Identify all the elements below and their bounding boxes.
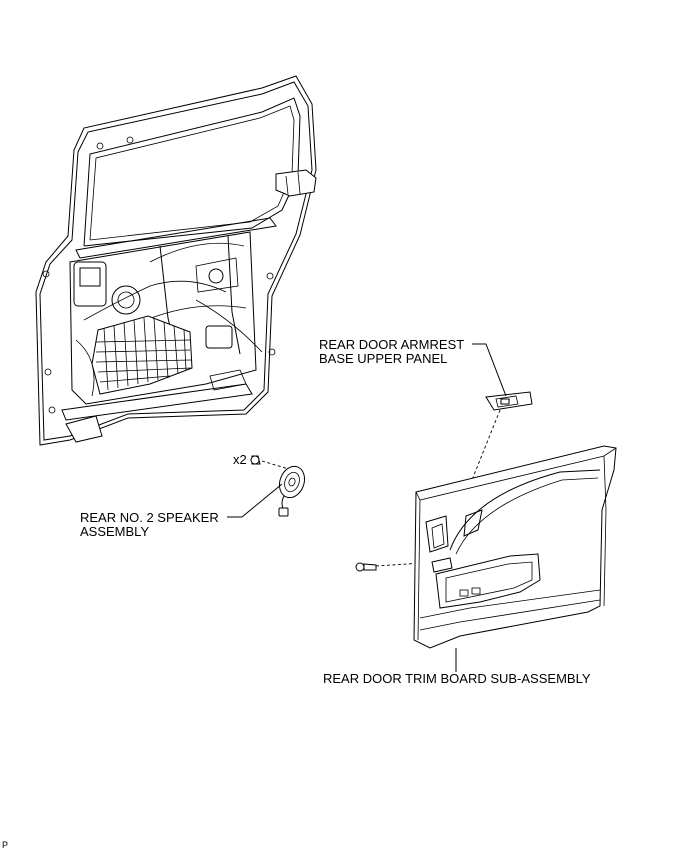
speaker-screws <box>250 455 293 471</box>
label-line: ASSEMBLY <box>80 524 150 539</box>
rear-door-panel <box>35 75 317 446</box>
page-mark: P <box>2 840 9 850</box>
label-line: REAR DOOR ARMREST <box>319 337 465 352</box>
armrest-leader-line <box>472 343 507 397</box>
label-quantity: x2 <box>233 452 247 467</box>
label-line: REAR NO. 2 SPEAKER <box>80 510 219 525</box>
rear-door-trim-board <box>413 445 617 649</box>
label-armrest-base-upper-panel: REAR DOOR ARMREST BASE UPPER PANEL <box>319 338 464 366</box>
label-speaker-assembly: REAR NO. 2 SPEAKER ASSEMBLY <box>80 511 219 539</box>
rear-no2-speaker <box>278 465 306 517</box>
label-trim-board: REAR DOOR TRIM BOARD SUB-ASSEMBLY <box>323 671 591 686</box>
label-line: BASE UPPER PANEL <box>319 351 448 366</box>
armrest-base-upper-panel <box>485 391 533 411</box>
speaker-leader-line-2 <box>241 483 283 518</box>
